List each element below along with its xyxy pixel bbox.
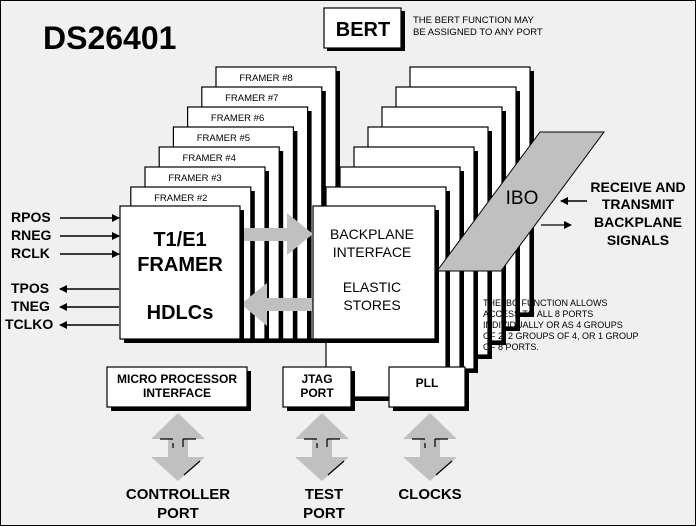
microprocessor-block: MICRO PROCESSOR INTERFACE: [106, 366, 251, 411]
t1e1-framer-block: T1/E1 FRAMER HDLCs: [119, 205, 244, 343]
jtag-bidir-arrow: [295, 413, 349, 481]
backplane-to-framer-arrow: [241, 283, 313, 326]
signal-tclko: TCLKO: [5, 316, 53, 332]
signal-rneg: RNEG: [11, 227, 52, 243]
ibo-block: IBO: [436, 131, 605, 272]
framer-stack-label: FRAMER #5: [197, 133, 250, 144]
backplane-line: INTERFACE: [333, 244, 412, 260]
signal-tpos: TPOS: [11, 280, 49, 296]
bert-block: BERT: [323, 7, 405, 51]
controller-port-line: PORT: [157, 505, 199, 522]
backplane-line: STORES: [343, 297, 400, 313]
test-port-line: PORT: [303, 505, 345, 522]
backplane-line: ELASTIC: [343, 279, 401, 295]
ibo-shape: [436, 131, 605, 272]
bert-label: BERT: [336, 19, 390, 41]
bert-note-line: BE ASSIGNED TO ANY PORT: [413, 27, 543, 38]
micro-box-line: MICRO PROCESSOR: [117, 372, 237, 386]
framer-stack-label: FRAMER #8: [239, 73, 292, 84]
chip-title: DS26401: [43, 20, 176, 56]
backplane-signals-line: TRANSMIT: [602, 196, 675, 212]
signal-rpos: RPOS: [11, 209, 51, 225]
test-port-line: TEST: [305, 486, 343, 503]
ibo-note-line: OF 8 PORTS.: [483, 342, 539, 352]
arrow-edge-detail: [304, 438, 345, 476]
jtag-block: JTAG PORT: [282, 366, 355, 411]
framer-main-line: T1/E1: [153, 229, 206, 251]
clocks-label: CLOCKS: [398, 486, 461, 503]
framer-stack-label: FRAMER #4: [183, 153, 236, 164]
line-outputs: TPOS TNEG TCLKO: [5, 280, 119, 332]
backplane-interface-block: BACKPLANE INTERFACE ELASTIC STORES: [312, 205, 439, 343]
pll-bidir-arrow: [403, 413, 457, 481]
framer-stack-label: FRAMER #7: [225, 93, 278, 104]
bidirectional-arrows: [151, 413, 457, 481]
backplane-signals-line: BACKPLANE: [594, 214, 682, 230]
framer-stack-label: FRAMER #2: [154, 193, 207, 204]
arrow-edge-detail: [412, 438, 453, 476]
framer-to-backplane-arrow: [241, 213, 313, 255]
bert-note-line: THE BERT FUNCTION MAY: [413, 15, 535, 26]
signal-tneg: TNEG: [11, 298, 50, 314]
pll-block: PLL: [388, 366, 469, 411]
line-inputs: RPOS RNEG RCLK: [11, 209, 120, 261]
framer-stack-label: FRAMER #6: [211, 113, 264, 124]
framer-main-line: HDLCs: [147, 302, 214, 324]
backplane-signals-line: RECEIVE AND: [590, 179, 685, 195]
micro-box-line: INTERFACE: [143, 386, 211, 400]
ibo-note-line: ACCESS TO ALL 8 PORTS: [483, 309, 593, 319]
pll-box-line: PLL: [416, 376, 439, 390]
ibo-label: IBO: [506, 188, 539, 209]
framer-stack-label: FRAMER #3: [168, 173, 221, 184]
signal-rclk: RCLK: [11, 245, 50, 261]
controller-bidir-arrow: [151, 413, 205, 481]
framer-main-line: FRAMER: [137, 254, 223, 276]
controller-port-line: CONTROLLER: [126, 486, 230, 503]
ibo-note-line: INDIVIDUALLY OR AS 4 GROUPS: [483, 320, 623, 330]
backplane-line: BACKPLANE: [330, 226, 414, 242]
arrow-edge-detail: [160, 438, 201, 476]
ibo-note-line: THE IBO FUNCTION ALLOWS: [483, 298, 608, 308]
jtag-box-line: PORT: [300, 386, 334, 400]
backplane-signals-line: SIGNALS: [607, 232, 669, 248]
jtag-box-line: JTAG: [301, 372, 332, 386]
ibo-note-line: OF 2, 2 GROUPS OF 4, OR 1 GROUP: [483, 331, 639, 341]
